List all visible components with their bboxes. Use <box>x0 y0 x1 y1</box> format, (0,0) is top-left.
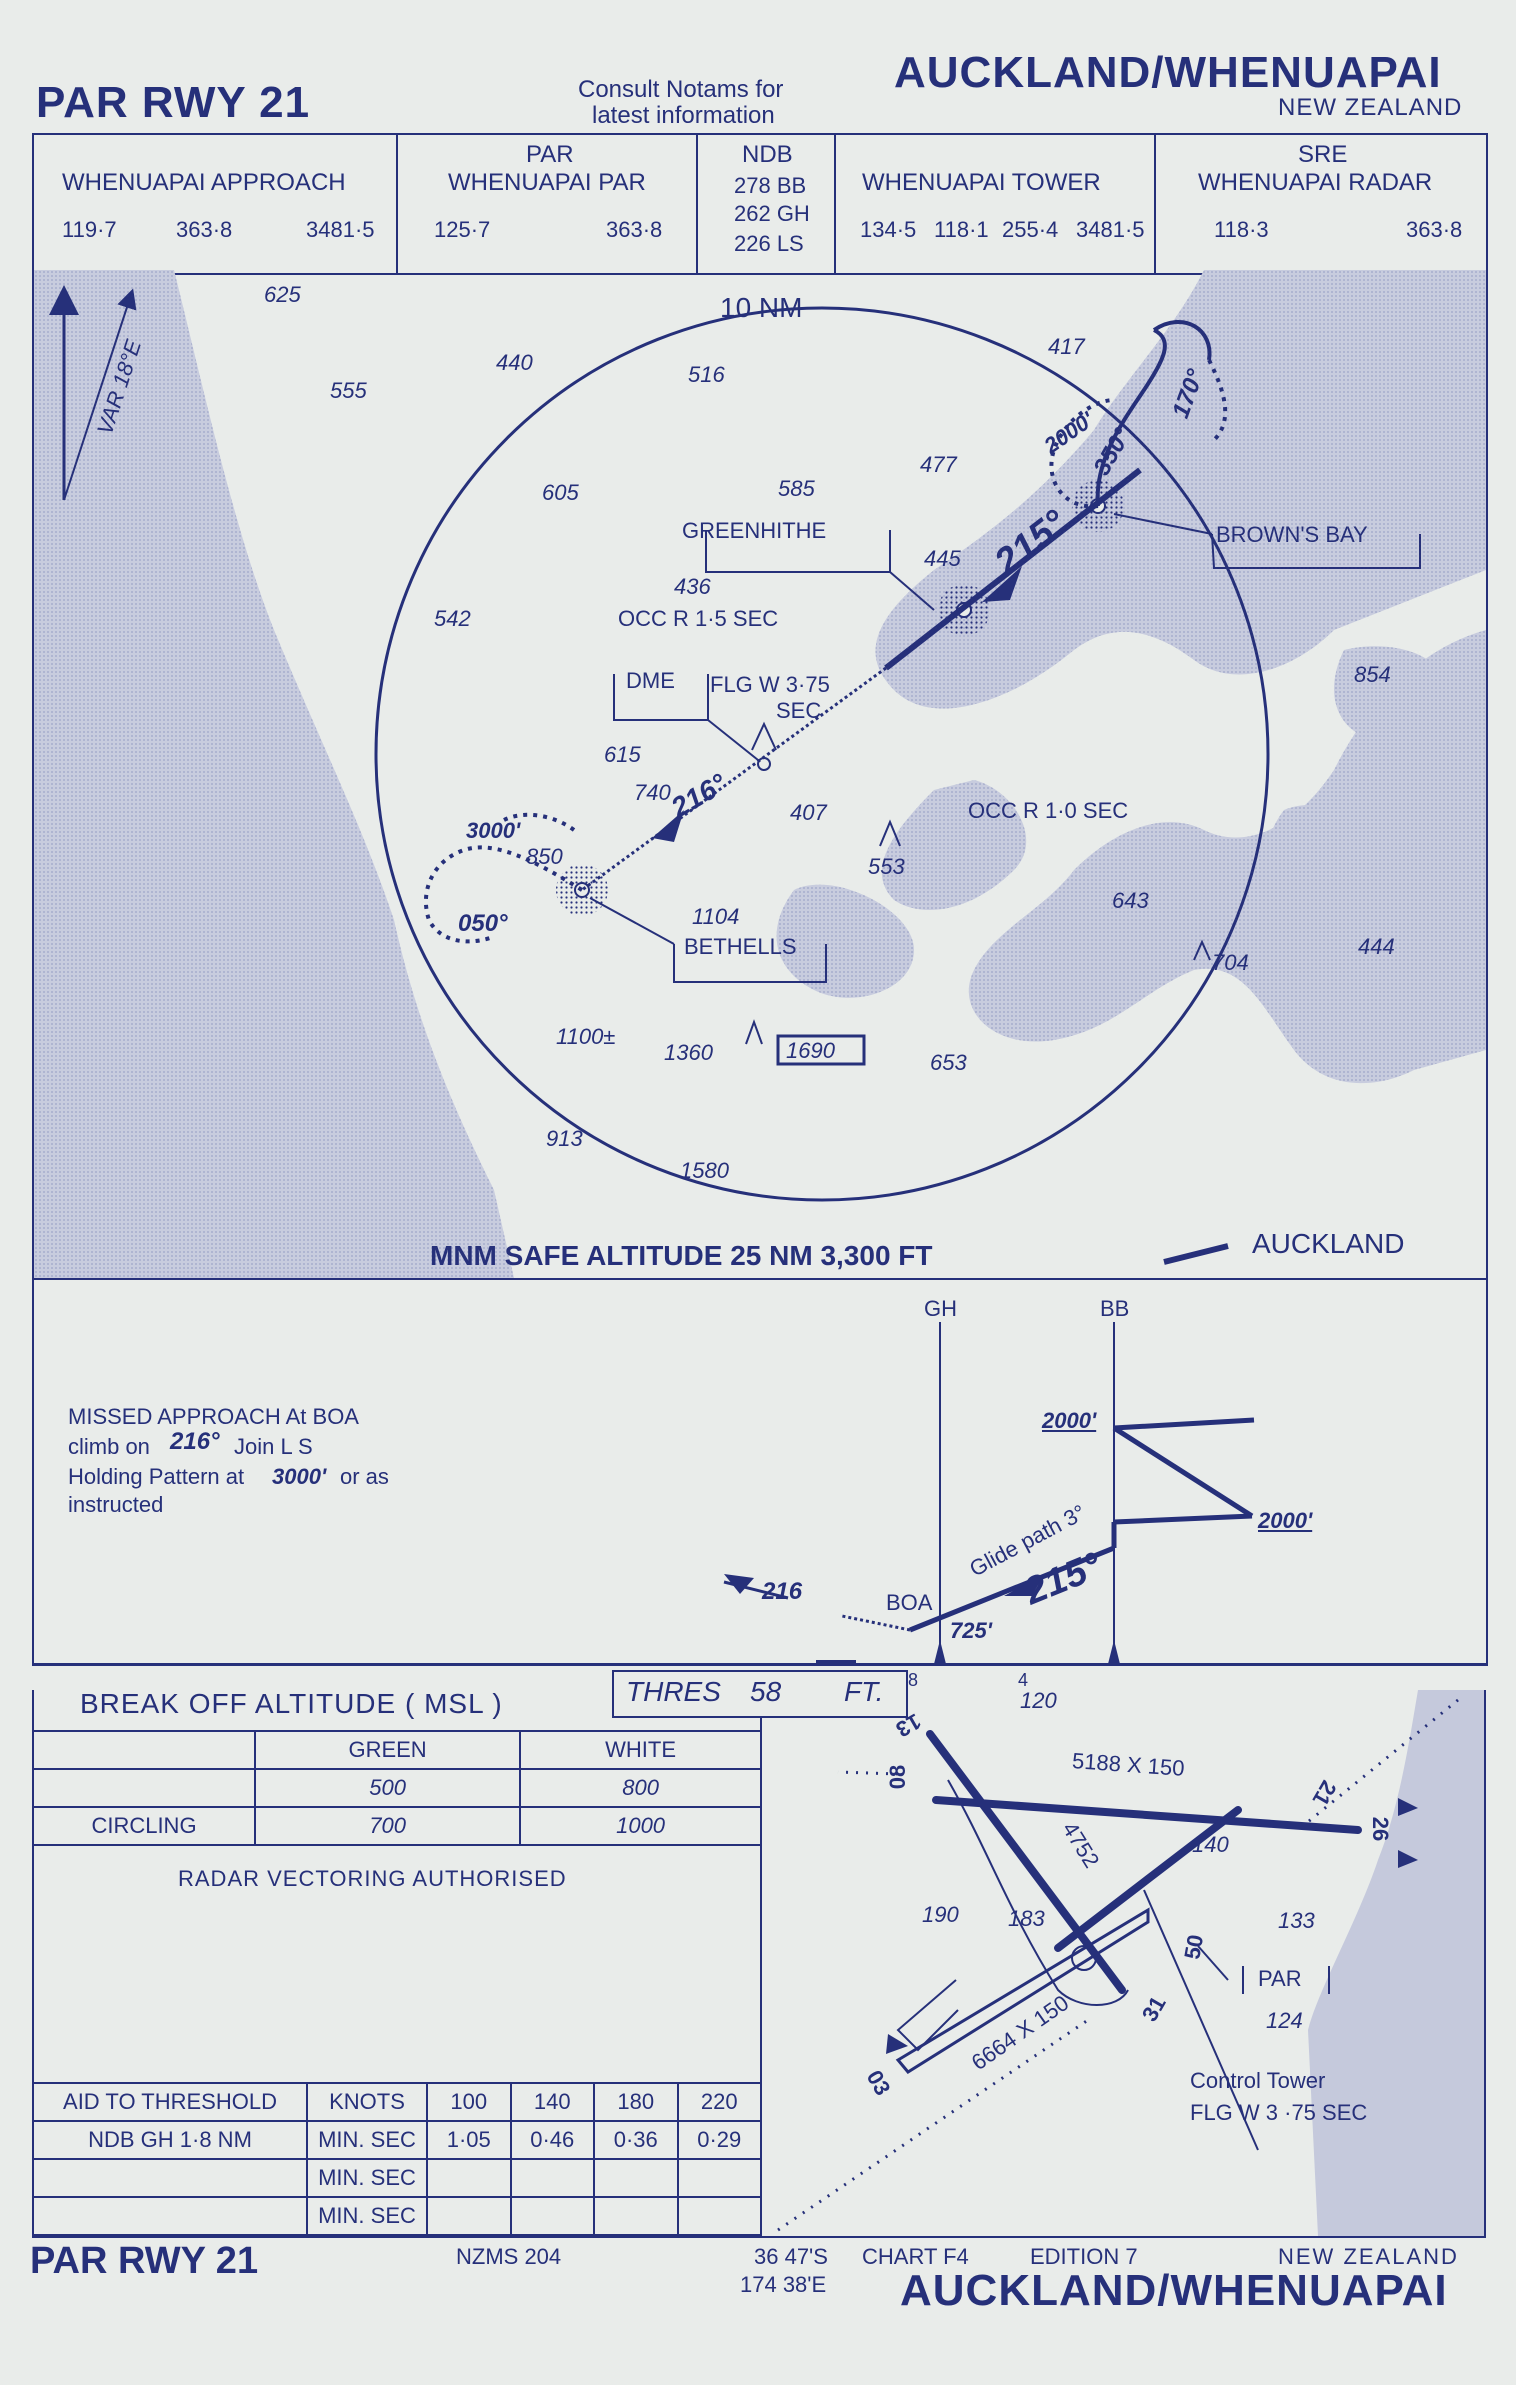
par-box: PAR <box>1242 1966 1330 1994</box>
ma-course: 050° <box>458 910 508 937</box>
highest-elevation-box <box>776 1034 866 1066</box>
bb-label: BB <box>1100 1296 1130 1321</box>
boa-altitude: 725' <box>950 1618 992 1643</box>
frequency-strip: WHENUAPAI APPROACH 119·7 363·8 3481·5 PA… <box>32 133 1488 275</box>
flg-light: FLG W 3·75 <box>710 672 830 697</box>
bethells-box <box>673 944 827 983</box>
footer-chart: NZMS 204 <box>456 2244 562 2269</box>
occ-light-1: OCC R 1·5 SEC <box>618 606 779 631</box>
greenhithe-box <box>705 530 891 573</box>
taxiway <box>947 1779 1129 2006</box>
occ-light-2: OCC R 1·0 SEC <box>968 798 1129 823</box>
auckland-label: AUCKLAND <box>1252 1228 1405 1259</box>
ma-text-2a: climb on <box>68 1434 150 1459</box>
footer-lat: 36 47'S <box>754 2244 828 2269</box>
footer-chart-id: CHART F4 <box>862 2244 969 2269</box>
aerodrome-diagram: 120 5188 X 150 4752 6664 X 150 140 133 1… <box>758 1690 1486 2238</box>
plan-view-map: VAR 18°E 10 NM MNM SAFE ALTITUDE 25 NM 3… <box>32 270 1488 1280</box>
ma-hold-altitude: 3000' <box>466 818 521 843</box>
bethells-label: BETHELLS <box>684 934 797 959</box>
notam-note: Consult Notams for <box>578 76 784 103</box>
freq-sre: SRE WHENUAPAI RADAR 118·3 363·8 <box>1198 141 1463 242</box>
profile-graphics <box>34 1322 1486 1664</box>
alt-lower: 2000' <box>1258 1508 1313 1533</box>
browns-bay-box <box>1211 533 1421 569</box>
dist-2: 4 <box>1018 1670 1029 1690</box>
footer-airport: AUCKLAND/WHENUAPAI <box>900 2266 1448 2315</box>
browns-bay-label: BROWN'S BAY <box>1216 522 1368 547</box>
notam-note-2: latest information <box>592 102 775 129</box>
minima-section: BREAK OFF ALTITUDE ( MSL ) THRES 58 FT. … <box>32 1670 908 2238</box>
msa-label: MNM SAFE ALTITUDE 25 NM 3,300 FT <box>430 1240 933 1271</box>
auckland-marker <box>1163 1243 1229 1265</box>
country: NEW ZEALAND <box>1278 94 1463 121</box>
threshold-box: THRES 58 FT. <box>612 1670 908 1718</box>
runway-03-21-short <box>1054 1806 1242 1952</box>
timing-table: AID TO THRESHOLD KNOTS 100 140 180 220 N… <box>32 2082 762 2236</box>
footer-procedure: PAR RWY 21 <box>30 2240 259 2282</box>
greenhithe-label: GREENHITHE <box>682 518 827 543</box>
range-ring-label: 10 NM <box>720 292 803 323</box>
footer-edition: EDITION 7 <box>1030 2244 1138 2269</box>
footer-lon: 174 38'E <box>740 2272 827 2297</box>
dme-label: DME <box>626 668 675 693</box>
footer-country: NEW ZEALAND <box>1278 2244 1459 2269</box>
freq-ndb: NDB 278 BB 262 GH 226 LS <box>696 135 836 273</box>
control-tower-label: Control Tower <box>1190 2068 1326 2093</box>
freq-par: PAR WHENUAPAI PAR 125·7 363·8 <box>396 135 698 273</box>
sea-west <box>34 270 514 1278</box>
runway-08-26 <box>932 1796 1362 1834</box>
ma-text-1: MISSED APPROACH At BOA <box>68 1404 359 1429</box>
ma-holding-pattern <box>423 845 584 944</box>
runway-03-21 <box>895 1907 1150 2074</box>
freq-tower: WHENUAPAI TOWER 134·5 118·1 255·4 3481·5 <box>834 135 1156 273</box>
procedure-title: PAR RWY 21 <box>36 78 311 127</box>
missed-approach-track <box>581 666 887 892</box>
glide-path-line <box>909 1545 1115 1633</box>
harbour <box>968 630 1486 1084</box>
ma-track-profile: 216 <box>762 1578 803 1605</box>
ma-alt-text: 3000' <box>272 1464 327 1489</box>
boa-title: BREAK OFF ALTITUDE ( MSL ) <box>80 1688 503 1719</box>
freq-approach: WHENUAPAI APPROACH 119·7 363·8 3481·5 <box>34 135 398 273</box>
magnetic-north-arrow <box>63 288 137 501</box>
ma-course-text: 216° <box>170 1428 220 1455</box>
aerodrome-graphics <box>777 1690 1484 2236</box>
dme-box <box>613 674 709 721</box>
range-ring-10nm <box>374 306 1270 1202</box>
gh-label: GH <box>924 1296 957 1321</box>
profile-view: MISSED APPROACH At BOA climb on 216° Joi… <box>32 1278 1488 1690</box>
airport-title: AUCKLAND/WHENUAPAI <box>894 48 1442 97</box>
tower-light-label: FLG W 3 ·75 SEC <box>1190 2100 1368 2125</box>
alt-upper: 2000' <box>1042 1408 1097 1433</box>
coast-east <box>1308 1690 1484 2236</box>
radar-note: RADAR VECTORING AUTHORISED <box>178 1866 567 1891</box>
map-graphics <box>34 270 1486 1278</box>
boa-label: BOA <box>886 1590 933 1615</box>
heliport-icon <box>1071 1945 1097 1971</box>
